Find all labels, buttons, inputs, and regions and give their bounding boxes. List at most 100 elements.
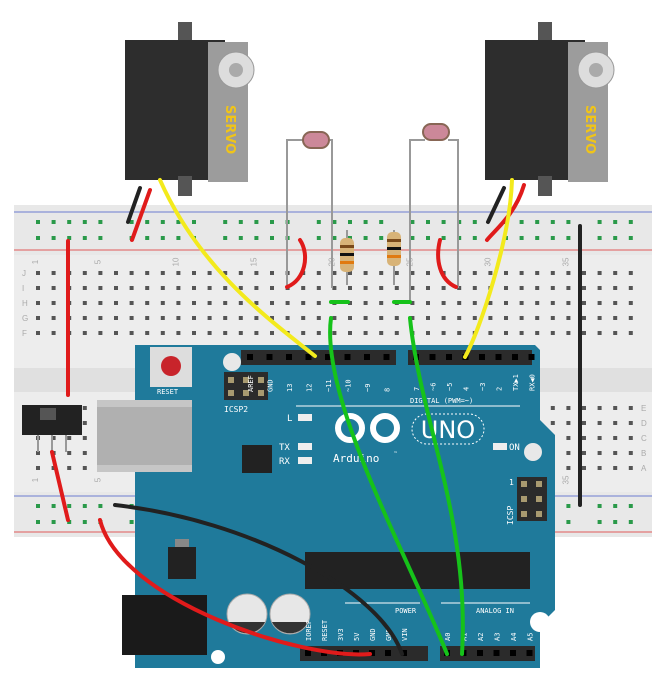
digital-pin-socket[interactable] bbox=[383, 354, 390, 360]
breadboard-hole bbox=[379, 316, 384, 320]
analog-pin-socket[interactable] bbox=[510, 650, 516, 656]
power-pin-socket[interactable] bbox=[305, 650, 311, 656]
breadboard-hole bbox=[535, 271, 540, 275]
breadboard-hole bbox=[597, 331, 602, 335]
digital-pin-socket[interactable] bbox=[305, 354, 312, 360]
breadboard-hole bbox=[129, 331, 134, 335]
analog-pin-socket[interactable] bbox=[493, 650, 500, 656]
rail-hole bbox=[628, 504, 633, 508]
breadboard-hole bbox=[114, 301, 118, 305]
breadboard-hole bbox=[176, 286, 181, 290]
digital-pin-socket[interactable] bbox=[512, 354, 518, 360]
power-pin-socket[interactable] bbox=[369, 650, 375, 656]
digital-pin-socket[interactable] bbox=[528, 354, 535, 360]
rail-hole bbox=[160, 236, 165, 240]
digital-pin-socket[interactable] bbox=[446, 354, 452, 360]
wire-green-a1 bbox=[408, 316, 465, 656]
arduino-uno-board: RESET ICSP2 ICSP 1 L TX RX ON Arduino ™ bbox=[97, 345, 555, 668]
breadboard-hole bbox=[379, 286, 384, 290]
led-on bbox=[493, 443, 507, 450]
rail-hole bbox=[316, 236, 321, 240]
breadboard-hole bbox=[316, 271, 321, 275]
analog-label: ANALOG IN bbox=[476, 607, 514, 615]
breadboard-hole bbox=[67, 451, 72, 455]
breadboard-hole bbox=[348, 301, 352, 305]
arduino-brand: Arduino bbox=[333, 452, 379, 465]
breadboard-hole bbox=[254, 286, 259, 290]
rail-hole bbox=[441, 236, 446, 240]
rail-hole bbox=[613, 236, 618, 240]
breadboard-hole bbox=[363, 286, 368, 290]
rail-hole bbox=[426, 220, 430, 224]
breadboard-hole bbox=[582, 421, 586, 425]
rail-hole bbox=[379, 220, 384, 224]
breadboard-hole bbox=[426, 286, 430, 290]
breadboard-hole bbox=[504, 331, 508, 335]
wire-black-gnd bbox=[113, 503, 404, 656]
rail-hole bbox=[67, 236, 72, 240]
rail-hole bbox=[223, 220, 228, 224]
breadboard-hole bbox=[488, 301, 493, 305]
breadboard-hole bbox=[36, 286, 40, 290]
rail-hole bbox=[535, 236, 540, 240]
breadboard-hole bbox=[270, 316, 274, 320]
breadboard-hole bbox=[51, 316, 56, 320]
digital-pin-socket[interactable] bbox=[495, 354, 502, 360]
wire-black-servo-left bbox=[126, 186, 142, 224]
breadboard-hole bbox=[628, 316, 633, 320]
rail-hole bbox=[410, 236, 415, 240]
row-letter: H bbox=[22, 299, 28, 308]
breadboard-hole bbox=[348, 286, 352, 290]
breadboard-hole bbox=[363, 331, 368, 335]
servo-label: SERVO bbox=[582, 105, 597, 154]
digital-pin-socket[interactable] bbox=[429, 354, 436, 360]
digital-pin-socket[interactable] bbox=[325, 354, 331, 360]
breadboard-hole bbox=[582, 286, 586, 290]
column-number: 5 bbox=[93, 259, 102, 264]
breadboard-hole bbox=[160, 286, 165, 290]
digital-pin-label: ~11 bbox=[325, 379, 333, 392]
rail-hole bbox=[160, 220, 165, 224]
rail-hole bbox=[192, 220, 196, 224]
breadboard-hole bbox=[363, 301, 368, 305]
analog-pin-socket[interactable] bbox=[526, 650, 533, 656]
power-pin-label: VIN bbox=[401, 628, 409, 641]
digital-pin-label: TX▶1 bbox=[512, 374, 520, 391]
digital-pin-socket[interactable] bbox=[344, 354, 351, 360]
breadboard-hole bbox=[114, 286, 118, 290]
breadboard-hole bbox=[36, 316, 40, 320]
rail-hole bbox=[628, 220, 633, 224]
rail-hole bbox=[363, 220, 368, 224]
breadboard-hole bbox=[472, 301, 477, 305]
rail-hole bbox=[597, 220, 602, 224]
power-pin-socket[interactable] bbox=[401, 650, 407, 656]
breadboard-hole bbox=[160, 301, 165, 305]
slide-switch[interactable] bbox=[22, 405, 82, 452]
rail-hole bbox=[628, 520, 633, 524]
digital-pin-socket[interactable] bbox=[364, 354, 370, 360]
digital-pin-socket[interactable] bbox=[286, 354, 292, 360]
breadboard-hole bbox=[488, 331, 493, 335]
rail-hole bbox=[129, 220, 134, 224]
breadboard-hole bbox=[613, 331, 618, 335]
digital-pin-socket[interactable] bbox=[247, 354, 253, 360]
analog-header bbox=[440, 646, 535, 661]
breadboard-hole bbox=[254, 331, 259, 335]
breadboard-hole bbox=[348, 271, 352, 275]
breadboard-hole bbox=[114, 316, 118, 320]
breadboard-hole bbox=[36, 271, 40, 275]
breadboard-hole bbox=[628, 421, 633, 425]
breadboard-hole bbox=[51, 286, 56, 290]
breadboard-hole bbox=[270, 301, 274, 305]
breadboard-hole bbox=[410, 316, 415, 320]
power-pin-socket[interactable] bbox=[385, 650, 391, 656]
rail-hole bbox=[51, 220, 56, 224]
wire-red-servo-right bbox=[485, 183, 526, 242]
digital-pin-socket[interactable] bbox=[479, 354, 485, 360]
rail-hole bbox=[472, 236, 477, 240]
analog-pin-socket[interactable] bbox=[477, 650, 483, 656]
row-letter: D bbox=[641, 419, 647, 428]
breadboard-hole bbox=[223, 331, 228, 335]
digital-pin-socket[interactable] bbox=[266, 354, 273, 360]
